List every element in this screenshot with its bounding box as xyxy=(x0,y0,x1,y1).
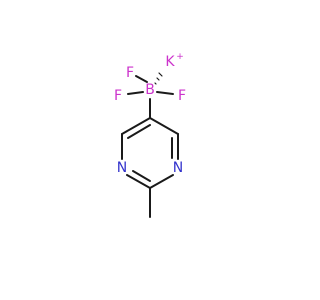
atoms: K + B F F F N N xyxy=(114,52,186,176)
bond-c6-c5-double xyxy=(127,124,151,139)
molecule-structure: K + B F F F N N xyxy=(114,52,186,218)
bond-c2-n1 xyxy=(126,174,151,189)
bond-c2-n1-double xyxy=(132,170,151,182)
bond-c5-c4 xyxy=(149,117,179,135)
bond-b-f-top xyxy=(135,75,148,83)
atom-f-right: F xyxy=(178,88,186,104)
atom-n1: N xyxy=(117,160,127,176)
atom-k-charge: + xyxy=(176,52,184,62)
bond-c6-c5 xyxy=(121,117,151,135)
atom-k: K xyxy=(165,54,175,70)
hash-bond-b-k xyxy=(154,72,163,85)
atom-f-top: F xyxy=(126,65,134,81)
atom-f-left: F xyxy=(114,88,122,104)
bond-n3-c2 xyxy=(149,174,174,189)
bond-b-f-right xyxy=(156,91,174,95)
bond-b-f-left xyxy=(127,91,144,95)
bonds xyxy=(121,75,179,218)
atom-b: B xyxy=(145,82,155,98)
atom-n3: N xyxy=(173,160,183,176)
